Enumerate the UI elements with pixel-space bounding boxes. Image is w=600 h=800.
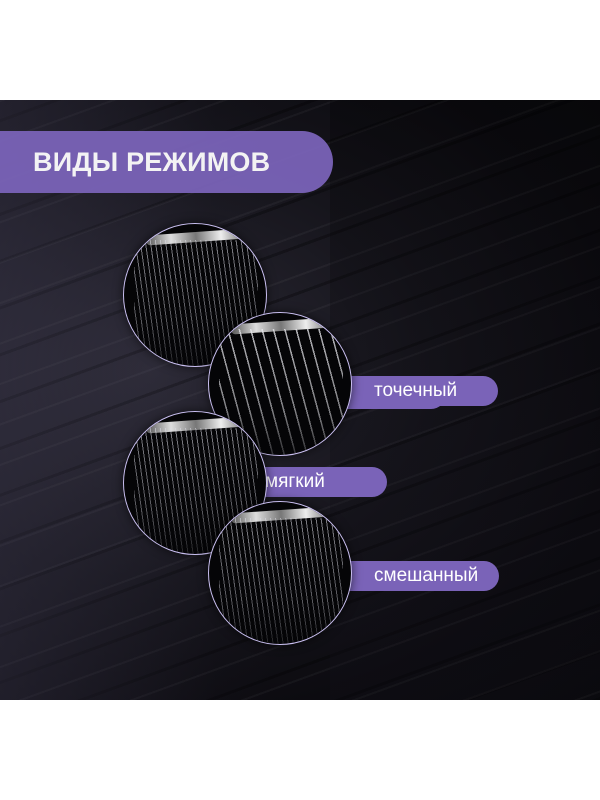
mode-label-text: точечный <box>374 380 458 401</box>
mode-label-mixed: смешанный <box>336 561 499 591</box>
title-banner: ВИДЫ РЕЖИМОВ <box>0 131 333 193</box>
mode-label-text: мягкий <box>265 471 325 492</box>
page-title: ВИДЫ РЕЖИМОВ <box>33 147 271 177</box>
mode-label-jet: точечный <box>336 376 498 406</box>
product-banner: ВИДЫ РЕЖИМОВ стандартный точечный мягкий… <box>0 100 600 700</box>
water-spray-icon <box>219 518 343 644</box>
mixed-spray-image <box>208 501 352 645</box>
mode-label-soft: мягкий <box>250 467 387 497</box>
mode-label-text: смешанный <box>374 565 479 586</box>
